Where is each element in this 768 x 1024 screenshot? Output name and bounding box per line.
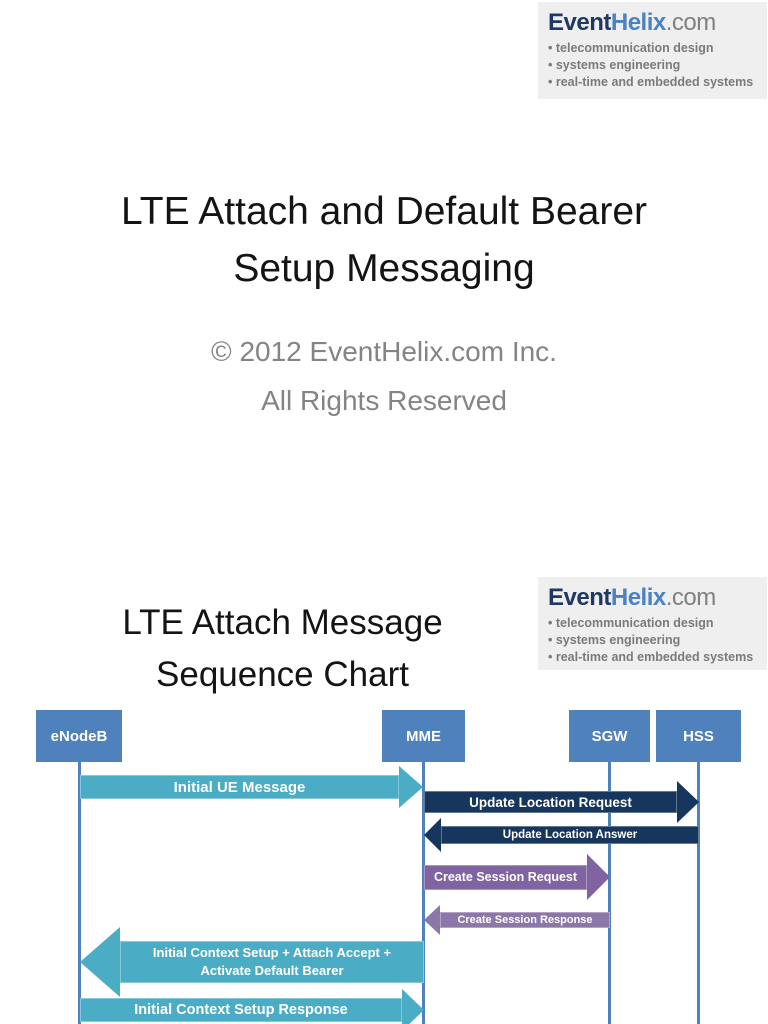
brand-helix: Helix xyxy=(610,584,666,611)
arrowhead-right-icon xyxy=(677,781,699,823)
brand-event: Event xyxy=(548,9,611,36)
arrowhead-left-icon xyxy=(80,927,120,997)
message-label: Initial UE Message xyxy=(80,775,399,799)
message-arrow-update-location-request: Update Location Request xyxy=(424,781,699,823)
message-arrow-update-location-answer: Update Location Answer xyxy=(424,818,699,852)
logo-tagline-list: telecommunication design systems enginee… xyxy=(548,40,767,91)
eventhelix-brand: EventHelix.com xyxy=(548,9,767,37)
arrowhead-right-icon xyxy=(402,989,424,1024)
deck-title-line-2: Setup Messaging xyxy=(233,247,535,290)
actor-box-mme: MME xyxy=(382,710,465,762)
actor-box-sgw: SGW xyxy=(569,710,650,762)
message-arrow-create-session-response: Create Session Response xyxy=(424,904,610,935)
message-label: Update Location Answer xyxy=(441,826,699,844)
chart-title-line-1: LTE Attach Message xyxy=(122,603,443,642)
message-label: Initial Context Setup Response xyxy=(80,998,402,1022)
copyright-text: © 2012 EventHelix.com Inc. xyxy=(211,336,557,367)
lifeline-enodeb xyxy=(78,762,81,1024)
actor-box-enodeb: eNodeB xyxy=(36,710,122,762)
logo-tagline: telecommunication design xyxy=(548,40,767,57)
message-arrow-initial-context-setup-attach-accept: Initial Context Setup + Attach Accept + … xyxy=(80,927,424,997)
message-arrow-initial-ue-message: Initial UE Message xyxy=(80,766,423,808)
brand-com: .com xyxy=(665,9,717,36)
logo-tagline: real-time and embedded systems xyxy=(548,649,767,666)
logo-tagline: systems engineering xyxy=(548,632,767,649)
logo-tagline: systems engineering xyxy=(548,57,767,74)
arrowhead-left-icon xyxy=(424,818,441,852)
message-label: Create Session Response xyxy=(440,911,610,928)
lifeline-hss xyxy=(697,762,700,1024)
brand-helix: Helix xyxy=(610,9,666,36)
rights-text: All Rights Reserved xyxy=(261,385,507,416)
arrowhead-right-icon xyxy=(399,766,423,808)
arrowhead-left-icon xyxy=(424,904,440,935)
brand-com: .com xyxy=(665,584,717,611)
message-arrow-initial-context-setup-response: Initial Context Setup Response xyxy=(80,989,424,1024)
eventhelix-logo: EventHelix.com telecommunication design … xyxy=(538,2,767,99)
chart-title-line-2: Sequence Chart xyxy=(156,655,409,694)
message-arrow-create-session-request: Create Session Request xyxy=(424,854,610,900)
eventhelix-logo: EventHelix.com telecommunication design … xyxy=(538,577,767,670)
message-label: Initial Context Setup + Attach Accept + … xyxy=(120,941,424,983)
logo-tagline-list: telecommunication design systems enginee… xyxy=(548,615,767,666)
message-label: Create Session Request xyxy=(424,864,587,890)
lifeline-mme xyxy=(422,762,425,1024)
eventhelix-brand: EventHelix.com xyxy=(548,584,767,612)
message-label: Update Location Request xyxy=(424,791,677,813)
logo-tagline: telecommunication design xyxy=(548,615,767,632)
deck-title-line-1: LTE Attach and Default Bearer xyxy=(120,190,648,233)
brand-event: Event xyxy=(548,584,611,611)
actor-box-hss: HSS xyxy=(656,710,741,762)
logo-tagline: real-time and embedded systems xyxy=(548,74,767,91)
arrowhead-right-icon xyxy=(587,854,610,900)
